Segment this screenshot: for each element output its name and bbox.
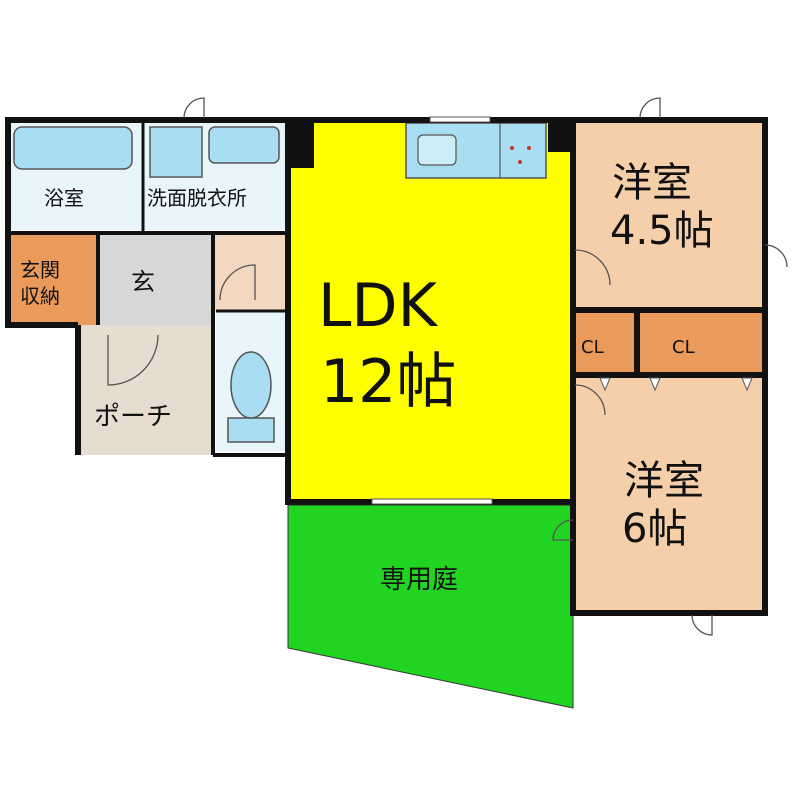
porch-label: ポーチ	[94, 402, 172, 432]
entrance-area	[98, 233, 213, 325]
western-room-1-label: 洋室	[612, 160, 692, 206]
pillar	[288, 120, 314, 168]
closet-door-marker	[649, 377, 661, 392]
ldk-size-label: 12帖	[320, 347, 456, 417]
sliding-door	[371, 498, 493, 505]
entrance-storage-label-line1: 玄関	[20, 258, 60, 282]
stove-burner-icon	[527, 146, 531, 150]
kitchen-sink-icon	[417, 134, 457, 166]
entrance-storage-area	[8, 233, 98, 325]
wash-basin-icon	[208, 126, 280, 164]
private-garden-label: 専用庭	[380, 565, 458, 595]
toilet-bowl-icon	[230, 351, 272, 419]
closet-door-marker	[741, 377, 753, 392]
sliding-door	[429, 116, 491, 123]
porch-area	[78, 325, 213, 455]
closet-2-area	[640, 313, 765, 375]
washing-machine-icon	[149, 126, 203, 178]
door-swings	[107, 97, 788, 636]
stove-burner-icon	[518, 160, 522, 164]
western-room-2-label: 洋室	[624, 458, 704, 504]
private-garden-area	[287, 504, 574, 709]
toilet-tank-icon	[227, 417, 275, 443]
closet-1-area	[573, 313, 635, 375]
entrance-storage-label-line2: 収納	[20, 284, 60, 308]
western-room-1-size-label: 4.5帖	[610, 208, 714, 254]
hall-area	[213, 233, 288, 311]
pillar	[548, 120, 573, 152]
western-room-2-size-label: 6帖	[622, 506, 687, 552]
ldk-label: LDK	[318, 271, 439, 341]
entrance-label: 玄	[131, 268, 155, 296]
washroom-label: 洗面脱衣所	[147, 186, 247, 210]
walls	[5, 117, 768, 616]
ldk-area	[288, 120, 573, 502]
closet-1-label: CL	[581, 337, 604, 358]
stove-burner-icon	[510, 146, 514, 150]
western-room-1-area	[573, 120, 765, 310]
bathroom-label: 浴室	[44, 186, 84, 210]
bathtub-icon	[13, 126, 133, 170]
closet-door-marker	[599, 377, 611, 392]
closet-2-label: CL	[672, 337, 695, 358]
